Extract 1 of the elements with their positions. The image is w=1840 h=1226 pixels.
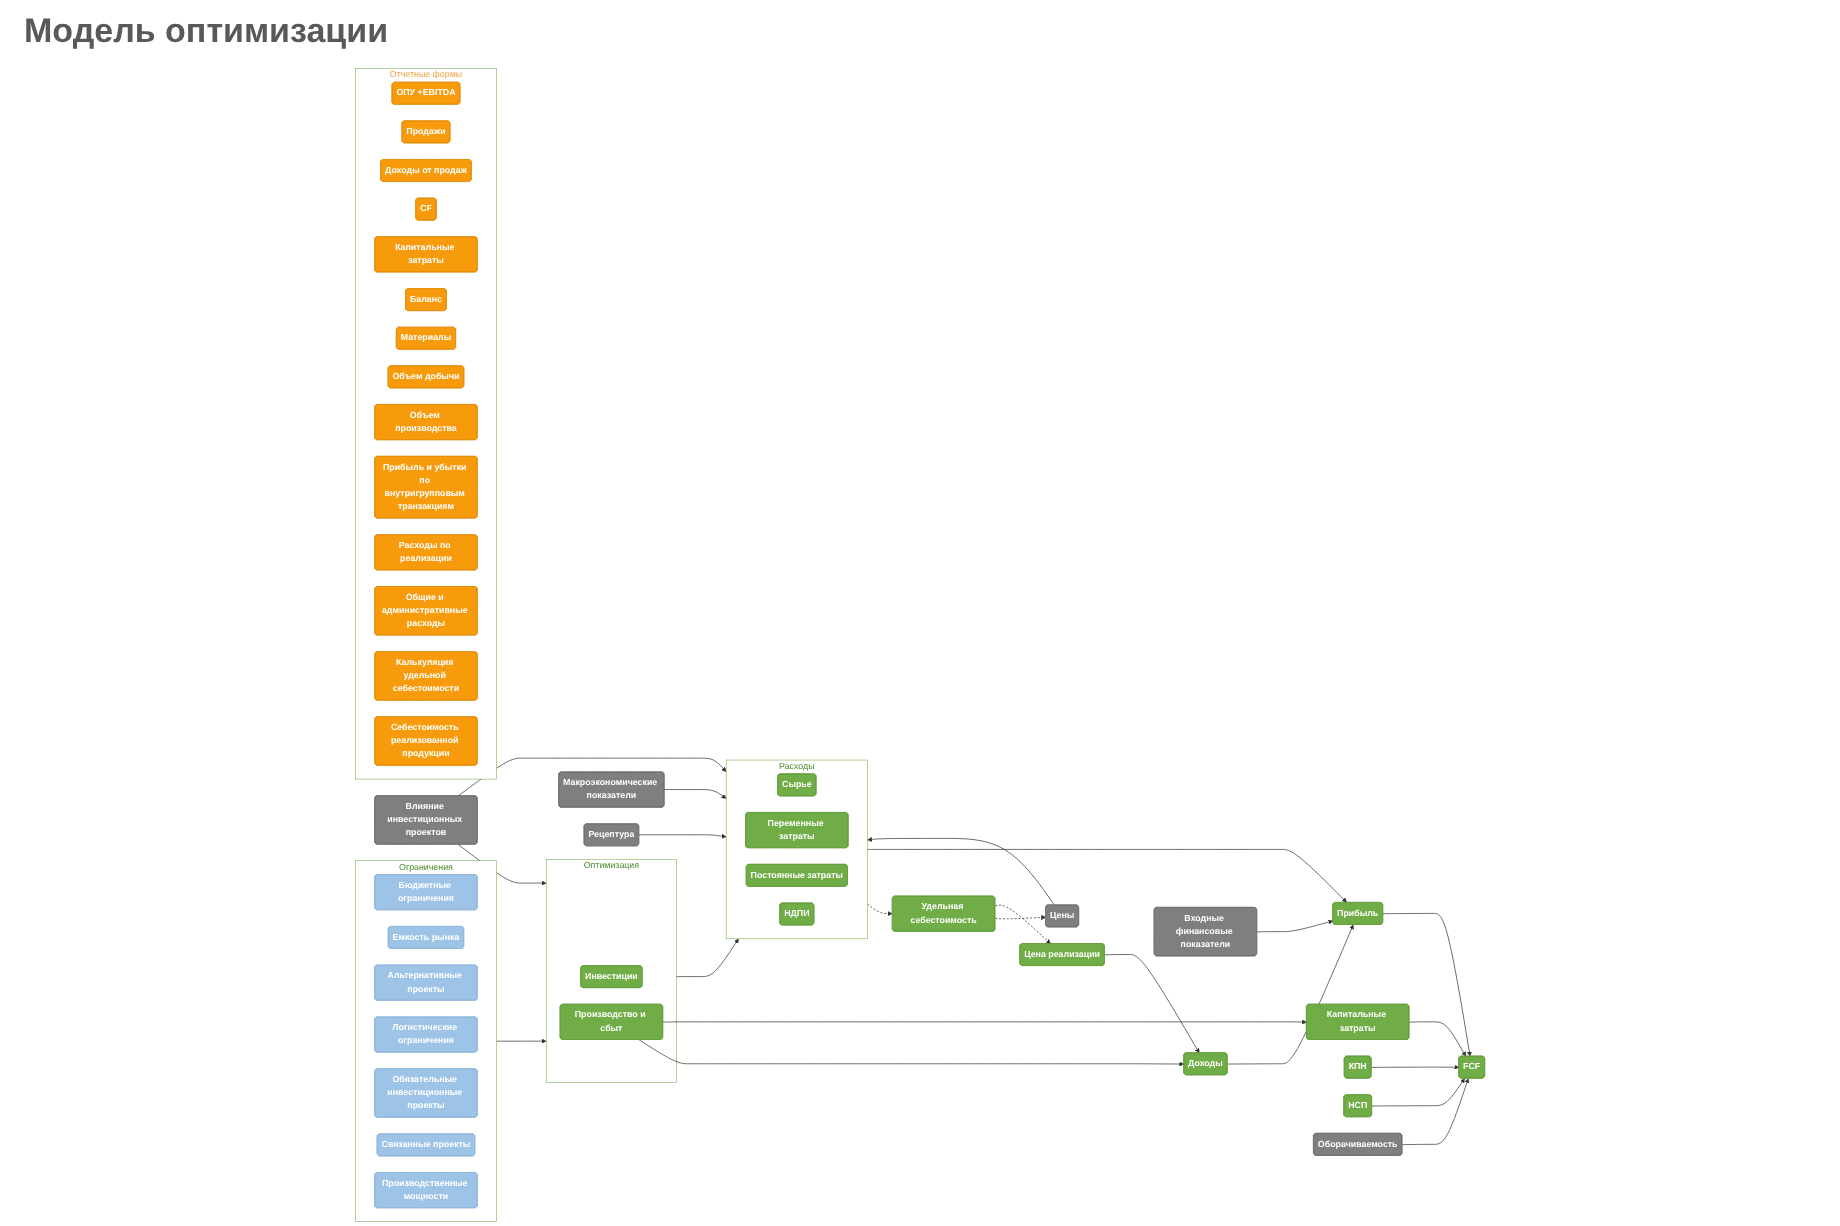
diagram-title: Модель оптимизации bbox=[22, 10, 391, 54]
